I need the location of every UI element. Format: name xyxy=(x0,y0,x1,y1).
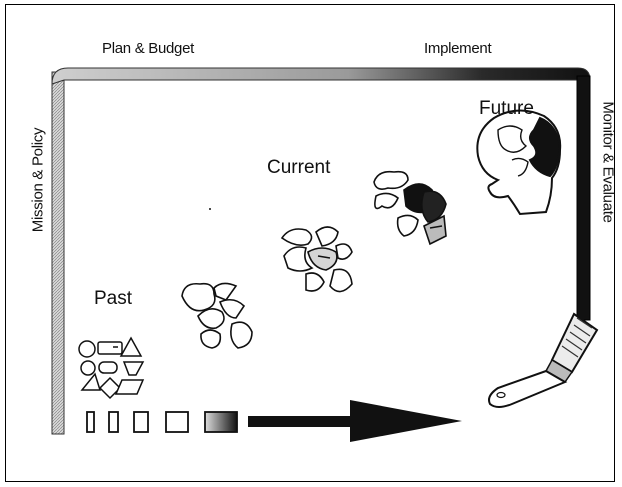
label-mission-policy: Mission & Policy xyxy=(29,127,47,233)
past-shapes xyxy=(78,336,145,400)
puzzle-cluster-later xyxy=(373,170,447,246)
label-past: Past xyxy=(94,288,133,309)
label-current: Current xyxy=(267,157,331,178)
label-monitor-evaluate: Monitor & Evaluate xyxy=(599,101,617,223)
puzzle-cluster-early xyxy=(181,282,253,349)
label-future: Future xyxy=(479,98,534,119)
progress-arrow xyxy=(248,400,462,442)
paintbrush-icon xyxy=(488,312,599,408)
label-implement: Implement xyxy=(424,40,492,57)
label-plan-budget: Plan & Budget xyxy=(102,40,195,57)
cycle-bar-top xyxy=(51,67,591,85)
cycle-bar-left xyxy=(51,71,65,435)
stray-dot xyxy=(209,208,211,210)
progress-blocks xyxy=(86,411,238,433)
cycle-bar-right xyxy=(576,75,591,321)
head-profile-puzzle-icon xyxy=(476,109,562,216)
puzzle-cluster-current xyxy=(280,226,353,293)
